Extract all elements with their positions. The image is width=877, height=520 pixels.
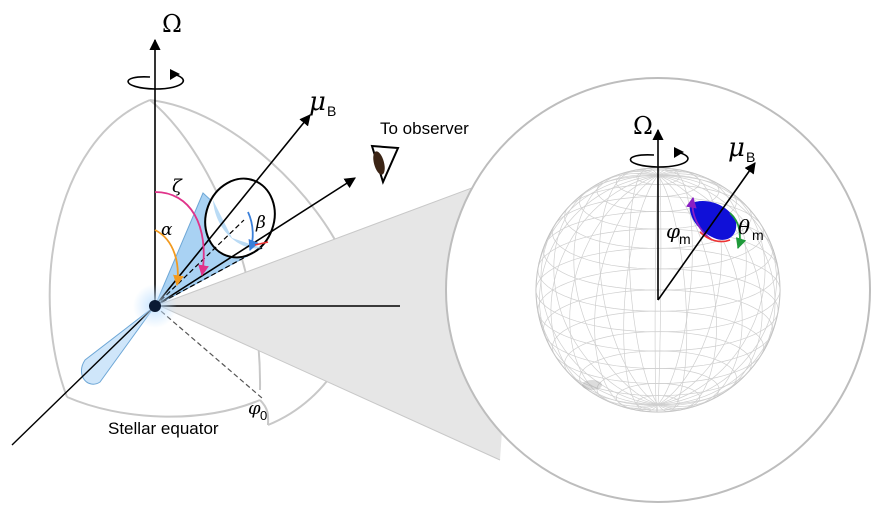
- zoom-magnetic-axis: [657, 162, 756, 301]
- magnetic-axis: [154, 114, 311, 307]
- phi-m-label-sub: m: [679, 231, 691, 247]
- hotspot-red-rim: [699, 231, 731, 243]
- zoom-funnel-edge-bottom: [157, 304, 501, 461]
- sphere-longitude-line: [657, 175, 688, 412]
- equator-arc-outer: [259, 399, 270, 426]
- wireframe-sphere: [535, 167, 781, 413]
- sphere-longitude-line: [657, 171, 747, 405]
- rotation-arrow-icon: [629, 147, 689, 168]
- cone-opening-fill: [213, 200, 262, 249]
- sphere-longitude-line: [657, 169, 722, 405]
- rotation-arrow-icon: [127, 69, 185, 90]
- mu-label-left: μ: [309, 87, 326, 117]
- sphere-longitude-line: [657, 174, 777, 405]
- sphere-longitude-line: [536, 175, 659, 405]
- neutron-star: [149, 300, 161, 312]
- sphere-longitude-line: [654, 175, 659, 412]
- sphere-longitude-line: [657, 168, 662, 405]
- theta-m-arc: [729, 212, 747, 250]
- sphere-longitude-line: [657, 173, 766, 405]
- alpha-arc: [154, 229, 184, 287]
- mu-label-right-sub: B: [746, 149, 755, 165]
- beta-arc: [247, 211, 259, 252]
- stellar-equator-label: Stellar equator: [108, 419, 219, 438]
- zeta-label: ζ: [172, 176, 183, 197]
- sphere-longitude-line: [657, 175, 717, 411]
- sphere-longitude-line: [573, 171, 659, 405]
- omega-label-left: Ω: [162, 10, 182, 38]
- alpha-label: α: [161, 220, 173, 240]
- sphere-longitude-line: [657, 175, 776, 406]
- line-of-sight-axis: [11, 305, 156, 446]
- zoom-funnel: [158, 170, 520, 460]
- zeta-arc: [154, 191, 209, 277]
- left-geometry: Ω μ B To observer ζ α β φ 0 Stellar equa…: [11, 10, 521, 461]
- sphere-longitude-line: [569, 175, 659, 409]
- meridian-back: [48, 99, 151, 398]
- omega-label-right: Ω: [633, 112, 653, 140]
- opposite-beam-cone: [80, 305, 156, 385]
- sphere-longitude-line: [623, 175, 659, 412]
- sphere-longitude-line: [540, 174, 659, 405]
- theta-m-label-sub: m: [752, 227, 764, 243]
- sphere-longitude-line: [599, 169, 659, 405]
- zoom-funnel-edge-top: [157, 169, 521, 306]
- phi-m-label: φ: [666, 219, 680, 243]
- theta-m-label: θ: [738, 215, 750, 239]
- south-pole-mark: [582, 380, 602, 390]
- hotspot-cap: [689, 201, 737, 240]
- red-tick: [254, 241, 269, 246]
- eye-icon: [370, 144, 400, 185]
- cone-opening: [204, 177, 276, 259]
- equator-arc: [66, 396, 261, 418]
- phi0-label-sub: 0: [260, 408, 267, 423]
- mu-label-right: μ: [728, 133, 745, 163]
- mu-label-left-sub: B: [327, 103, 336, 119]
- sphere-longitude-line: [657, 168, 693, 405]
- sphere-longitude-line: [550, 175, 659, 407]
- sphere-longitude-line: [594, 175, 659, 411]
- beta-label: β: [255, 213, 266, 233]
- phi0-label: φ: [248, 398, 261, 419]
- to-observer-label: To observer: [380, 119, 469, 138]
- meridian-top: [149, 99, 346, 261]
- sphere-longitude-line: [657, 175, 763, 407]
- sphere-longitude-line: [553, 173, 659, 405]
- sphere-longitude-line: [628, 168, 659, 405]
- sphere-longitude-line: [657, 175, 780, 405]
- zoom-view: Ω μ B φ m θ m: [445, 77, 871, 503]
